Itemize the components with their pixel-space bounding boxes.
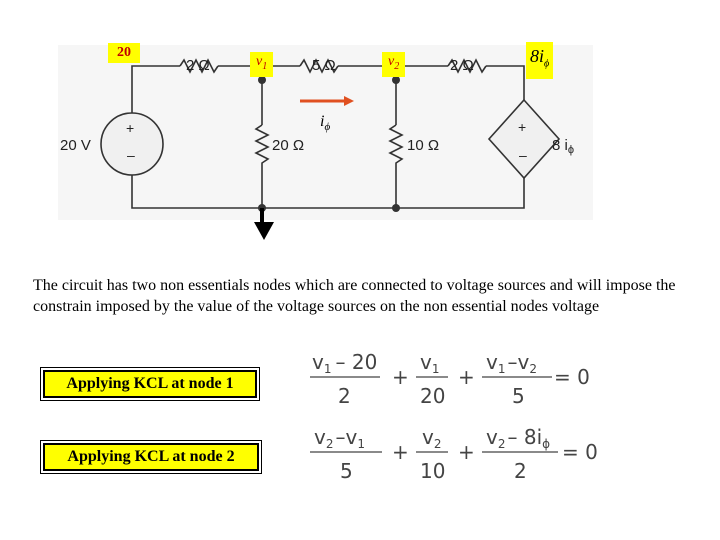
kcl-node1-box: Applying KCL at node 1 — [40, 367, 260, 401]
node-label-ref: 20 — [108, 43, 140, 63]
svg-text:+: + — [458, 365, 475, 389]
label-vsrc: 20 V — [60, 137, 91, 154]
svg-text:= 0: = 0 — [562, 440, 598, 464]
svg-text:+: + — [518, 119, 526, 135]
label-current: i — [320, 113, 324, 130]
ground-arrow-icon — [254, 222, 274, 240]
svg-text:5: 5 — [340, 459, 353, 483]
wire-left — [131, 78, 525, 209]
node-label-v1: v1v1 — [250, 52, 274, 77]
svg-text:8 iϕ: 8 iϕ — [552, 137, 574, 156]
svg-text:–: – — [127, 147, 135, 163]
svg-text:+: + — [392, 365, 409, 389]
resistor-20ohm — [254, 124, 270, 208]
node-label-dep: 8iϕ — [526, 42, 554, 79]
label-r4: 20 Ω — [272, 137, 304, 154]
svg-text:–: – — [519, 147, 527, 163]
svg-text:v1–v2: v1–v2 — [486, 350, 537, 376]
svg-text:5: 5 — [512, 384, 525, 408]
svg-text:v2: v2 — [422, 425, 441, 451]
label-dep-src: 8 i — [552, 137, 568, 154]
svg-text:+: + — [126, 120, 134, 136]
bottom-node-dot-right — [392, 204, 400, 212]
voltage-source — [100, 112, 164, 176]
node-2-dot — [392, 76, 400, 84]
dependent-voltage-source — [487, 98, 561, 180]
label-r5: 10 Ω — [407, 137, 439, 154]
label-current-sub: ϕ — [324, 121, 330, 133]
svg-text:= 0: = 0 — [554, 365, 590, 389]
svg-text:+: + — [458, 440, 475, 464]
top-wire — [131, 65, 180, 78]
svg-text:2: 2 — [338, 384, 351, 408]
wire-top-seg3 — [486, 65, 525, 100]
svg-text:+: + — [392, 440, 409, 464]
svg-text:v2–v1: v2–v1 — [314, 425, 365, 451]
equation-node2: v2–v1 5 + v2 10 + v2– 8iϕ 2 = 0 — [310, 425, 598, 483]
label-r1: 2 Ω — [186, 57, 210, 74]
resistor-2ohm-left — [179, 58, 219, 74]
resistor-2ohm-right — [447, 58, 487, 74]
svg-text:20: 20 — [420, 384, 445, 408]
label-r3: 2 Ω — [450, 57, 474, 74]
resistor-10ohm — [388, 124, 404, 208]
label-r2: 5 Ω — [312, 57, 336, 74]
resistor-5ohm — [299, 58, 339, 74]
svg-text:v2– 8iϕ: v2– 8iϕ — [486, 425, 550, 451]
description-text: The circuit has two non essentials nodes… — [33, 277, 676, 315]
svg-text:v1: v1 — [420, 350, 439, 376]
node-label-v2: v2v2 — [382, 52, 406, 77]
equation-node1: v1– 20 2 + v1 20 + v1–v2 5 = 0 — [310, 350, 590, 408]
label-dep-src-sub: ϕ — [568, 144, 574, 156]
svg-text:iϕ: iϕ — [320, 113, 330, 133]
svg-text:v1– 20: v1– 20 — [312, 350, 377, 376]
circuit-diagram: + – + – 2 Ω 5 Ω 2 Ω 20 Ω 10 Ω 20 V 8 iϕ … — [58, 45, 593, 240]
kcl-node2-box: Applying KCL at node 2 — [40, 440, 262, 474]
svg-text:2: 2 — [514, 459, 527, 483]
current-arrow-icon — [344, 96, 354, 106]
svg-text:10: 10 — [420, 459, 445, 483]
node-1-dot — [258, 76, 266, 84]
